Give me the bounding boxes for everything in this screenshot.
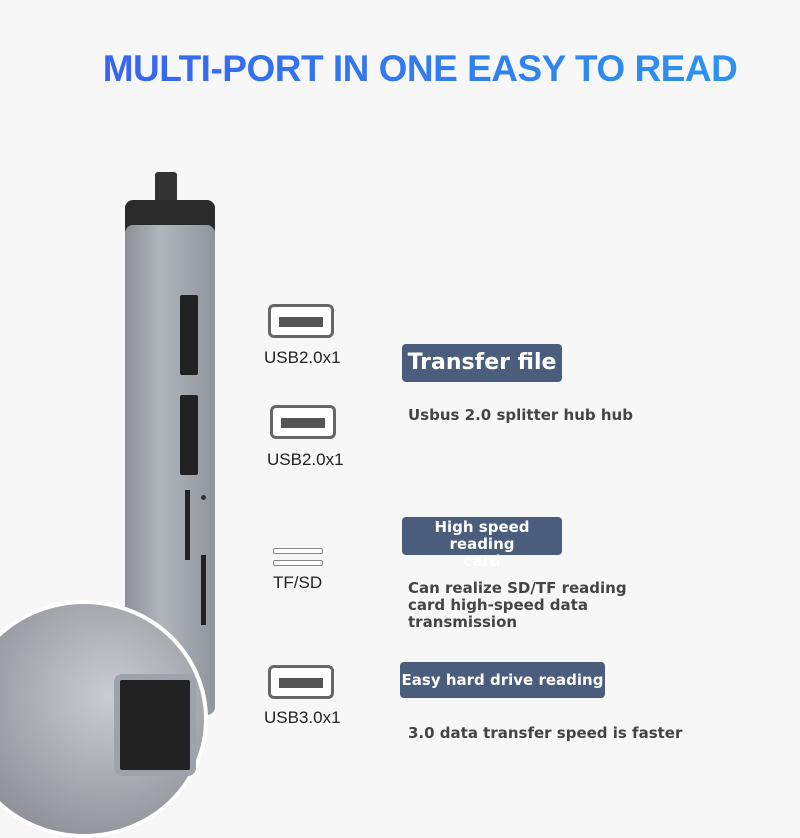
feature-badge: Easy hard drive reading [400, 662, 605, 698]
feature-description: 3.0 data transfer speed is faster [408, 724, 683, 742]
feature-description: Can realize SD/TF reading card high-spee… [408, 579, 627, 631]
page-title: MULTI-PORT IN ONE EASY TO READ [0, 48, 800, 90]
port-label: TF/SD [273, 573, 323, 592]
sd-slot-icon [273, 560, 323, 566]
hub-usb-slot [180, 295, 198, 375]
hub-usb-slot [180, 395, 198, 475]
hub-sd-slot [185, 490, 190, 560]
port-label: USB2.0x1 [267, 450, 344, 469]
feature-badge: High speed reading card [402, 517, 562, 570]
closeup-inset [0, 600, 208, 838]
closeup-usb-port [114, 674, 196, 776]
usb-port-icon [268, 665, 334, 699]
hub-tf-slot [201, 555, 206, 625]
usb-port-icon [270, 405, 336, 439]
feature-description: Usbus 2.0 splitter hub hub [408, 406, 633, 424]
usb-port-icon [268, 304, 334, 338]
hub-led [201, 495, 206, 500]
port-label: USB2.0x1 [264, 348, 341, 367]
feature-badge: Transfer file [402, 344, 562, 382]
sd-slot-icon [273, 548, 323, 554]
port-label: USB3.0x1 [264, 708, 341, 727]
